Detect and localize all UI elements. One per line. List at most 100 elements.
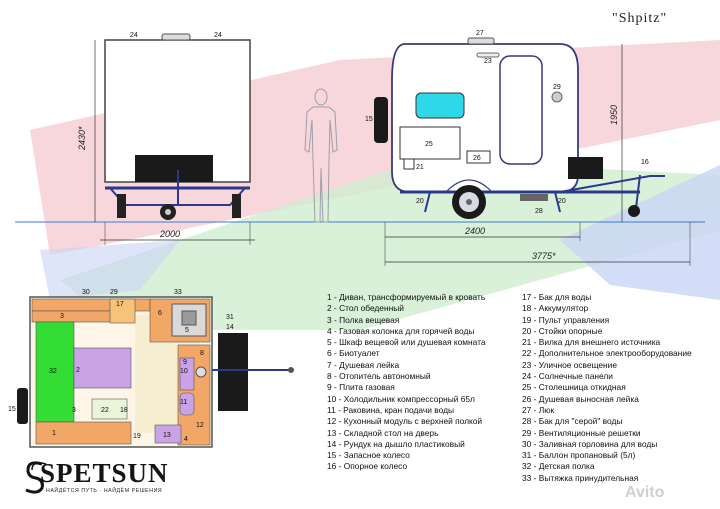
water-tank-plan — [109, 298, 136, 324]
label-15-side: 15 — [365, 116, 373, 123]
human-silhouette — [304, 88, 338, 223]
plan-label-4: 4 — [184, 436, 188, 443]
spare-wheel-side — [374, 97, 388, 143]
legend-item: 4 - Газовая колонка для горячей воды — [327, 325, 475, 336]
legend-item: 7 - Душевая лейка — [327, 359, 400, 370]
legend-item: 28 - Бак для "серой" воды — [522, 416, 623, 427]
main-wheel-hub — [466, 199, 472, 205]
plan-label-2: 2 — [76, 367, 80, 374]
label-21: 21 — [416, 164, 424, 171]
legend-item: 9 - Плита газовая — [327, 382, 395, 393]
jockey-wheel-side — [628, 205, 640, 217]
label-16: 16 — [641, 159, 649, 166]
blue-zone — [560, 165, 720, 300]
drawbar-side — [559, 175, 665, 193]
plan-label-11: 11 — [180, 399, 187, 406]
legend-item: 10 - Холодильник компрессорный 65л — [327, 393, 475, 404]
legend-item: 11 - Раковина, кран подачи воды — [327, 404, 454, 415]
rear-jockey-hub — [165, 209, 171, 215]
plan-label-15: 15 — [8, 406, 16, 413]
support-leg-rear — [424, 191, 431, 213]
legend-item: 26 - Душевая выносная лейка — [522, 393, 639, 404]
shelf-bottom — [35, 421, 132, 445]
plan-label-19: 19 — [133, 433, 141, 440]
plan-label-14: 14 — [226, 324, 234, 331]
legend-item: 22 - Дополнительное электрооборудование — [522, 348, 692, 359]
side-view — [374, 37, 691, 266]
legend-item: 14 - Рундук на дышло пластиковый — [327, 438, 465, 449]
brand-logo: SPETSUN НАЙДЁТСЯ ПУТЬ · НАЙДЁМ РЕШЕНИЯ — [20, 458, 170, 498]
plan-label-3b: 3 — [72, 407, 76, 414]
plan-label-30: 30 — [82, 289, 90, 296]
fridge — [179, 357, 195, 391]
plan-label-32: 32 — [49, 368, 57, 375]
legend-item: 17 - Бак для воды — [522, 292, 592, 302]
legend-item: 23 - Уличное освещение — [522, 359, 617, 370]
plan-label-1: 1 — [52, 430, 56, 437]
legend-item: 18 - Аккумулятор — [522, 303, 589, 314]
plan-label-17: 17 — [116, 301, 124, 308]
plan-label-13: 13 — [163, 432, 171, 439]
legend-item: 32 - Детская полка — [522, 461, 595, 472]
green-zone — [60, 160, 720, 330]
label-29-side: 29 — [553, 84, 561, 91]
rear-wheel-left — [117, 194, 126, 218]
label-28: 28 — [535, 208, 543, 215]
brand-name: SPETSUN — [40, 458, 169, 488]
wheel-arch — [445, 179, 493, 193]
legend-item: 2 - Стол обеденный — [327, 303, 404, 314]
exterior-light — [476, 52, 500, 58]
side-window — [415, 92, 465, 119]
watermark: Avito — [625, 484, 665, 501]
label-25: 25 — [425, 141, 433, 148]
label-24a: 24 — [130, 32, 138, 39]
label-20a: 20 — [416, 198, 424, 205]
legend-item: 16 - Опорное колесо — [327, 461, 408, 472]
legend-item: 6 - Биотуалет — [327, 348, 380, 359]
plan-label-9: 9 — [183, 359, 187, 366]
label-23: 23 — [484, 58, 492, 65]
brand-tagline: НАЙДЁТСЯ ПУТЬ · НАЙДЁМ РЕШЕНИЯ — [46, 488, 163, 494]
solar-panel-rear — [161, 33, 191, 41]
legend-item: 8 - Отопитель автономный — [327, 371, 431, 382]
side-door — [499, 55, 543, 165]
plan-label-22: 22 — [101, 407, 109, 414]
plan-label-29: 29 — [110, 289, 118, 296]
legend-item: 20 - Стойки опорные — [522, 325, 603, 336]
sofa — [35, 321, 75, 423]
label-20b: 20 — [558, 198, 566, 205]
plan-label-33: 33 — [174, 289, 182, 296]
legend-item: 3 - Полка вещевая — [327, 314, 400, 325]
label-26: 26 — [473, 155, 481, 162]
plan-label-12: 12 — [196, 422, 204, 429]
grey-water-tank — [520, 194, 548, 201]
spare-wheel-plan — [17, 388, 28, 424]
plan-label-10: 10 — [180, 368, 188, 375]
legend-item: 21 - Вилка для внешнего источника — [522, 337, 661, 348]
legend-item: 30 - Заливная горловина для воды — [522, 438, 658, 449]
legend-item: 24 - Солнечные панели — [522, 371, 613, 382]
vent-grille — [551, 91, 563, 103]
dim-side-height: 1950 — [609, 105, 619, 125]
dim-rear-width: 2000 — [159, 229, 180, 239]
sink — [179, 392, 195, 416]
legend-item: 13 - Складной стол на дверь — [327, 427, 439, 438]
page-title: "Shpitz" — [612, 11, 668, 26]
plan-coupling — [288, 367, 294, 373]
legend-item: 19 - Пульт управления — [522, 314, 610, 325]
rear-bumper — [135, 155, 213, 182]
legend-item: 31 - Баллон пропановый (5л) — [522, 450, 636, 461]
plan-label-31: 31 — [226, 314, 234, 321]
ext-socket — [403, 158, 415, 170]
plan-label-8: 8 — [200, 350, 204, 357]
plan-view — [17, 296, 294, 448]
label-24b: 24 — [214, 32, 222, 39]
blue-zone-lower — [40, 240, 180, 300]
legend-item: 25 - Столешница откидная — [522, 382, 626, 393]
rear-view — [94, 33, 255, 245]
jockey-post — [635, 174, 641, 209]
